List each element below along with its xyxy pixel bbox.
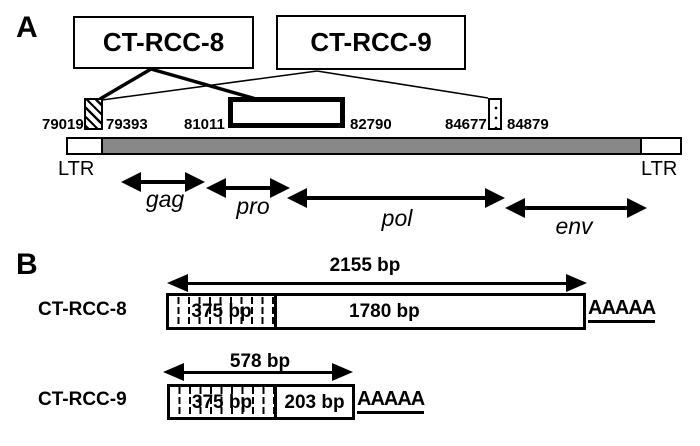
ct-rcc-9-exon2-segment: 203 bp [277, 387, 352, 417]
ct-rcc-8-span-length: 2155 bp [329, 255, 401, 276]
env-label: env [555, 213, 593, 239]
coord-84677: 84677 [445, 116, 487, 133]
coord-79393: 79393 [106, 116, 148, 133]
ct-rcc-9-transcript-bar: 375 bp 203 bp [167, 384, 355, 420]
pol-label: pol [381, 205, 413, 231]
exon3-dotted-box [488, 98, 502, 130]
ct-rcc-8-transcript-bar: 375 bp 1780 bp [166, 293, 586, 330]
arrow-left-head [121, 172, 141, 192]
arrow-left-head [505, 198, 525, 218]
arrow-right-head [627, 198, 647, 218]
transcript-box-ct-rcc-8: CT-RCC-8 [73, 16, 254, 69]
arrow-left-head [287, 188, 307, 208]
link-ctrcc8-exon1 [99, 67, 152, 101]
link-ctrcc9-exon1 [101, 70, 318, 101]
link-ctrcc9-exon3 [316, 70, 489, 99]
ct-rcc-9-exon1-segment: 375 bp [170, 387, 277, 417]
ct-rcc-8-exon2-size: 1780 bp [349, 301, 420, 322]
transcript-box-ct-rcc-8-label: CT-RCC-8 [102, 27, 225, 57]
provirus-genome-bar [66, 137, 682, 155]
arrow-right-head [566, 274, 587, 292]
coord-82790: 82790 [350, 116, 392, 133]
ltr-left-label: LTR [58, 158, 95, 180]
exon2-thick-box [228, 97, 345, 128]
arrow-shaft [304, 196, 488, 200]
gag-arrow [121, 172, 205, 192]
arrow-right-head [185, 172, 205, 192]
arrow-left-head [206, 178, 226, 198]
arrow-right-head [270, 178, 290, 198]
ct-rcc-8-polya-tail: AAAAA [588, 298, 656, 323]
ct-rcc-9-exon2-size: 203 bp [284, 391, 345, 413]
internal-region-segment [101, 139, 642, 153]
transcript-box-ct-rcc-9-label: CT-RCC-9 [310, 27, 432, 57]
gag-label: gag [145, 186, 185, 212]
ltr-right-segment [642, 139, 680, 153]
pol-arrow [287, 188, 505, 208]
env-arrow [505, 198, 647, 218]
ltr-left-segment [68, 139, 101, 153]
ct-rcc-9-span-length: 578 bp [229, 351, 291, 372]
arrow-left-head [167, 274, 188, 292]
arrow-shaft [522, 206, 630, 210]
coord-84879: 84879 [507, 116, 549, 133]
panel-b-label: B [16, 248, 38, 281]
ct-rcc-9-polya-tail: AAAAA [357, 389, 425, 414]
arrow-shaft [185, 281, 569, 285]
ltr-right-label: LTR [641, 158, 678, 180]
row-ct-rcc-8-name: CT-RCC-8 [38, 299, 127, 320]
ct-rcc-8-exon1-segment: 375 bp [169, 296, 277, 327]
link-ctrcc8-exon2 [150, 67, 257, 101]
arrow-shaft [138, 180, 188, 184]
ct-rcc-8-exon1-size: 375 bp [191, 301, 252, 322]
panel-a-label: A [16, 11, 38, 44]
coord-81011: 81011 [184, 116, 225, 133]
exon1-hatched-box [84, 98, 103, 130]
transcript-box-ct-rcc-9: CT-RCC-9 [276, 15, 466, 70]
coord-79019: 79019 [42, 116, 84, 133]
ct-rcc-8-span-arrow [167, 274, 587, 292]
arrow-right-head [485, 188, 505, 208]
arrow-right-head [332, 363, 353, 381]
arrow-shaft [223, 186, 273, 190]
row-ct-rcc-9-name: CT-RCC-9 [38, 389, 127, 410]
arrow-shaft [181, 370, 335, 374]
ct-rcc-8-exon2-segment: 1780 bp [277, 296, 583, 327]
ct-rcc-9-exon1-size: 375 bp [191, 391, 253, 413]
pro-label: pro [236, 193, 270, 219]
pro-arrow [206, 178, 290, 198]
arrow-left-head [163, 363, 184, 381]
ct-rcc-9-span-arrow [163, 363, 353, 381]
